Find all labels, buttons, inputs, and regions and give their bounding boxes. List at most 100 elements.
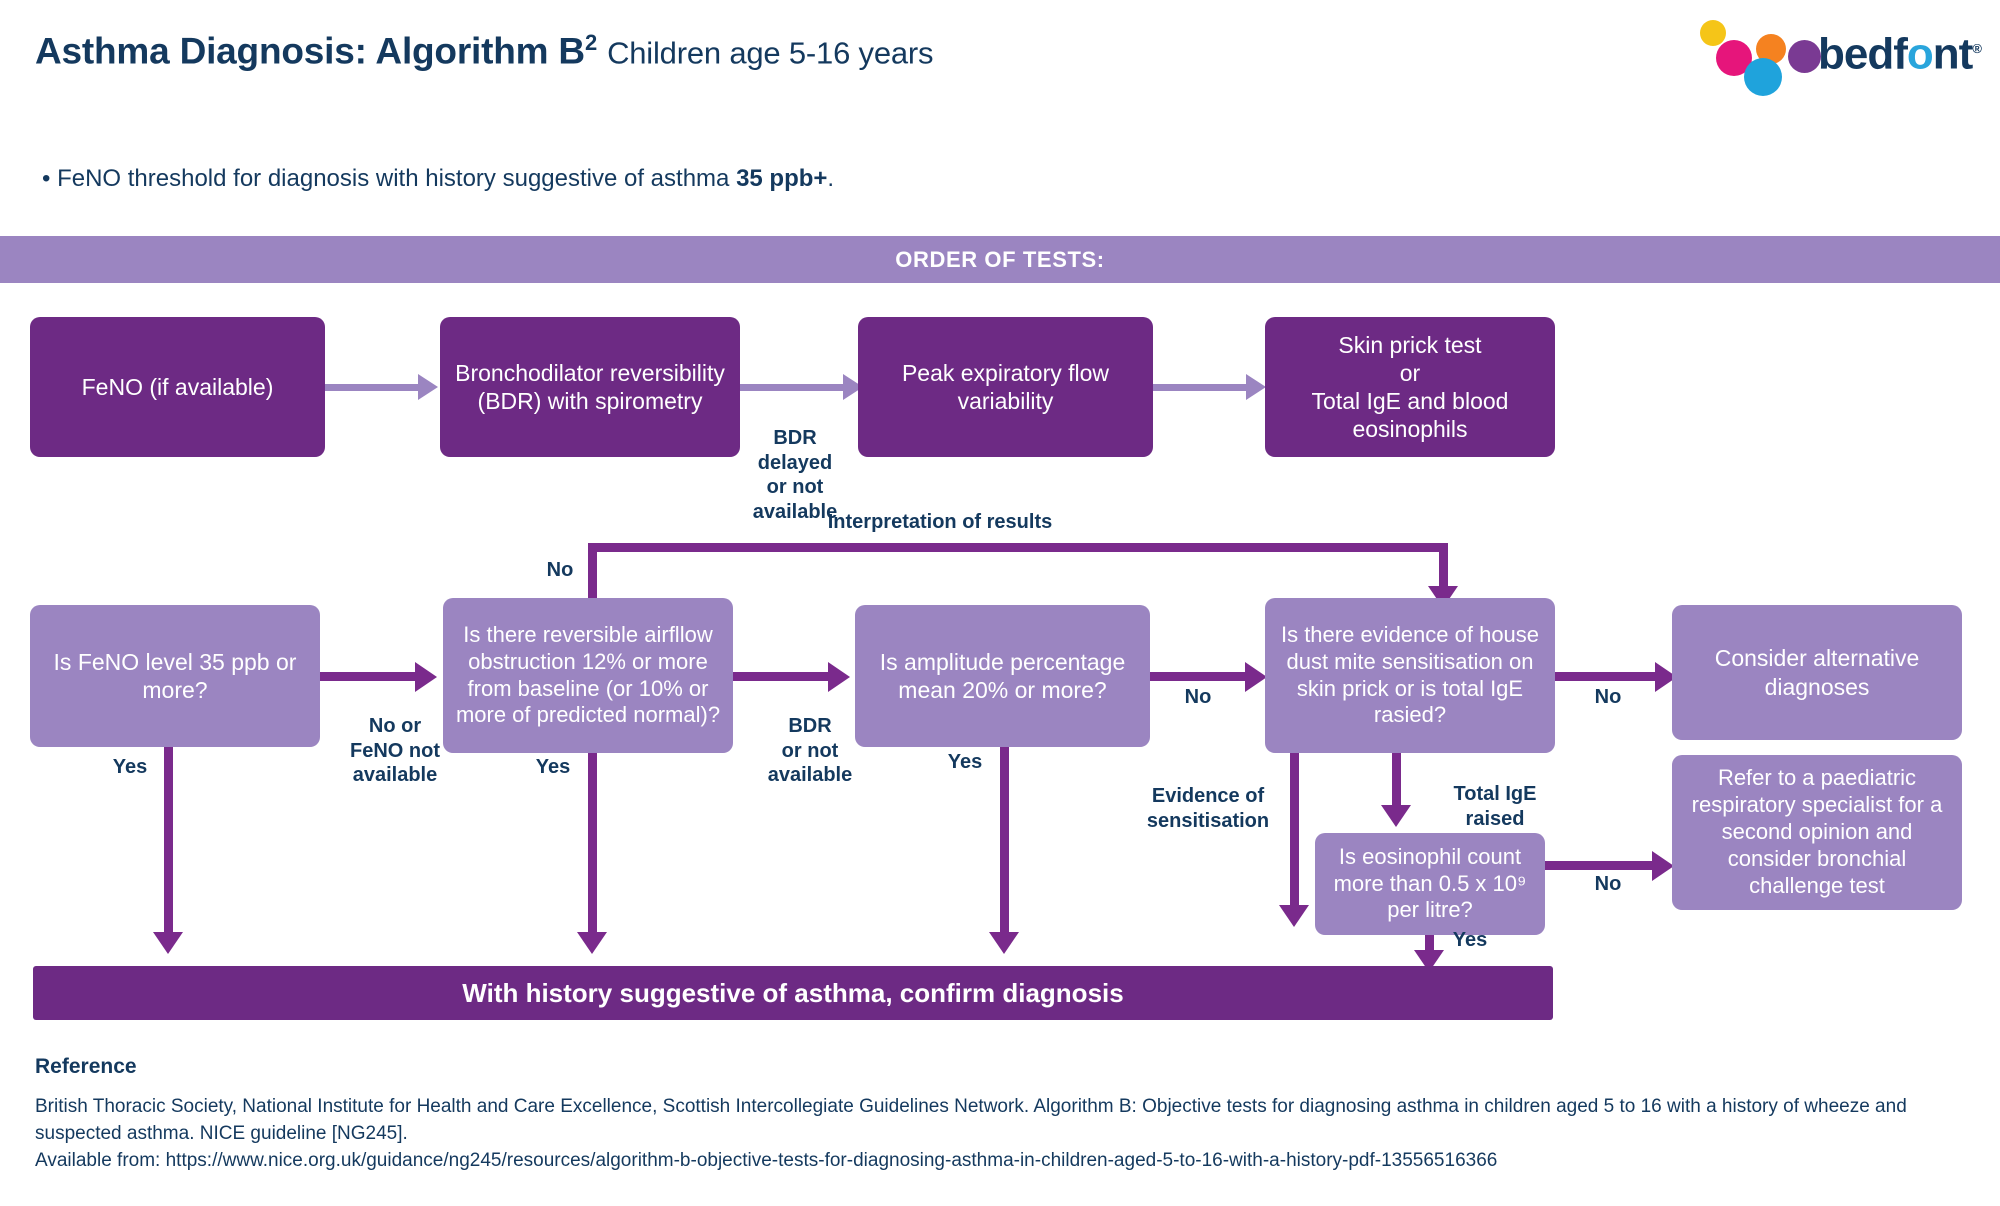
interpretation-left-drop — [588, 543, 597, 613]
arrow-feno-to-bdr-q-head — [415, 662, 437, 692]
test-box-skin-prick[interactable]: Skin prick test or Total IgE and blood e… — [1265, 317, 1555, 457]
test-box-pef[interactable]: Peak expiratory flow variability — [858, 317, 1153, 457]
edge-label-no-eosinophil-text: No — [1594, 873, 1622, 895]
arrow-amplitude-to-hdm-line — [1150, 672, 1250, 681]
decision-box-eosinophil-count-label: Is eosinophil count more than 0.5 x 10⁹ … — [1333, 843, 1527, 923]
edge-label-yes-feno-text: Yes — [112, 756, 148, 778]
arrow-eosinophil-to-refer-line — [1545, 861, 1655, 870]
arrow-feno-yes-head — [153, 932, 183, 954]
reference-line-1: British Thoracic Society, National Insti… — [35, 1096, 1907, 1144]
arrow-feno-to-bdr-q-line — [320, 672, 420, 681]
order-of-tests-label: ORDER OF TESTS: — [895, 246, 1105, 272]
edge-label-yes-amplitude-text: Yes — [947, 751, 983, 773]
edge-label-evidence-of-sensitisation-text: Evidence of sensitisation — [1146, 785, 1270, 832]
feno-threshold-bullet: • FeNO threshold for diagnosis with hist… — [42, 165, 834, 193]
edge-label-no-amplitude: No — [1168, 685, 1228, 709]
reference-line-2: Available from: https://www.nice.org.uk/… — [35, 1149, 1498, 1171]
arrow-feno-to-bdr-line — [325, 384, 420, 391]
interpretation-of-results-text: Interpretation of results — [827, 511, 1053, 533]
arrow-pef-to-skin-line — [1153, 384, 1248, 391]
line-hdm-evidence-to-confirm — [1290, 753, 1299, 910]
interpretation-horizontal-line — [588, 543, 1448, 552]
arrow-hdm-to-alt-dx-line — [1555, 672, 1660, 681]
logo-dot-purple — [1788, 40, 1821, 73]
logo-word-o: o — [1906, 29, 1934, 79]
arrow-eosinophil-to-refer-head — [1652, 851, 1674, 881]
page-title-main: Asthma Diagnosis: Algorithm B — [35, 30, 585, 72]
edge-label-no-amplitude-text: No — [1184, 686, 1212, 708]
order-of-tests-banner: ORDER OF TESTS: — [0, 236, 2000, 283]
edge-label-evidence-of-sensitisation: Evidence of sensitisation — [1128, 760, 1288, 833]
arrow-feno-to-bdr-head — [418, 374, 438, 400]
edge-label-no-hdm-text: No — [1594, 686, 1622, 708]
arrow-hdm-to-alt-dx-head — [1655, 662, 1677, 692]
edge-label-total-ige-raised-text: Total IgE raised — [1453, 783, 1537, 830]
logo-wordmark: bedfont® — [1818, 27, 1982, 79]
decision-box-feno-level[interactable]: Is FeNO level 35 ppb or more? — [30, 605, 320, 747]
decision-box-amplitude-label: Is amplitude percentage mean 20% or more… — [879, 648, 1126, 703]
arrow-hdm-to-eosinophil-head — [1381, 805, 1411, 827]
bedfont-logo: bedfont® — [1700, 12, 1985, 96]
interpretation-right-drop — [1439, 543, 1448, 591]
test-box-pef-label: Peak expiratory flow variability — [901, 359, 1110, 414]
bullet-text-pre: • FeNO threshold for diagnosis with hist… — [42, 165, 737, 192]
logo-registered-mark: ® — [1972, 41, 1982, 56]
decision-box-reversible-airflow[interactable]: Is there reversible airfllow obstruction… — [443, 598, 733, 753]
page-title: Asthma Diagnosis: Algorithm B2 Children … — [35, 30, 934, 72]
edge-label-yes-eosinophil: Yes — [1440, 928, 1500, 952]
interpretation-of-results-label: Interpretation of results — [790, 510, 1090, 534]
edge-label-yes-feno: Yes — [105, 755, 155, 779]
decision-box-house-dust-mite[interactable]: Is there evidence of house dust mite sen… — [1265, 598, 1555, 753]
line-hdm-to-eosinophil — [1392, 753, 1401, 809]
test-box-feno[interactable]: FeNO (if available) — [30, 317, 325, 457]
line-feno-yes-to-confirm — [164, 747, 173, 937]
arrow-bdr-q-to-amplitude-head — [828, 662, 850, 692]
edge-label-bdr-delayed: BDR delayed or not available — [730, 402, 860, 524]
arrow-bdr-to-pef-line — [740, 384, 845, 391]
edge-label-no-or-feno-not-available: No or FeNO not available — [325, 690, 465, 788]
arrow-amplitude-to-hdm-head — [1245, 662, 1267, 692]
logo-word-f: f — [1893, 29, 1908, 79]
edge-label-bdr-or-not-available-text: BDR or not available — [767, 715, 853, 787]
page-title-subtitle: Children age 5-16 years — [607, 35, 934, 71]
logo-dot-yellow — [1700, 20, 1726, 46]
arrow-bdr-yes-head — [577, 932, 607, 954]
decision-box-feno-level-label: Is FeNO level 35 ppb or more? — [53, 648, 297, 703]
edge-label-yes-eosinophil-text: Yes — [1452, 929, 1488, 951]
decision-box-amplitude[interactable]: Is amplitude percentage mean 20% or more… — [855, 605, 1150, 747]
edge-label-yes-amplitude: Yes — [940, 750, 990, 774]
edge-label-no-eosinophil: No — [1578, 872, 1638, 896]
decision-box-reversible-airflow-label: Is there reversible airfllow obstruction… — [455, 621, 721, 728]
bullet-text-bold: 35 ppb+ — [736, 165, 828, 192]
confirm-diagnosis-label: With history suggestive of asthma, confi… — [462, 977, 1124, 1008]
arrow-bdr-q-to-amplitude-line — [733, 672, 833, 681]
outcome-box-alternative-diagnoses[interactable]: Consider alternative diagnoses — [1672, 605, 1962, 740]
logo-dot-cyan — [1744, 58, 1782, 96]
confirm-diagnosis-bar[interactable]: With history suggestive of asthma, confi… — [33, 966, 1553, 1020]
arrow-hdm-evidence-to-confirm-head — [1279, 905, 1309, 927]
edge-label-no-top: No — [535, 558, 585, 582]
arrow-amplitude-yes-head — [989, 932, 1019, 954]
bullet-text-post: . — [827, 165, 835, 192]
edge-label-no-top-text: No — [546, 559, 574, 581]
edge-label-no-hdm: No — [1578, 685, 1638, 709]
edge-label-bdr-or-not-available: BDR or not available — [740, 690, 880, 788]
decision-box-eosinophil-count[interactable]: Is eosinophil count more than 0.5 x 10⁹ … — [1315, 833, 1545, 935]
line-amplitude-yes-to-confirm — [1000, 747, 1009, 937]
decision-box-house-dust-mite-label: Is there evidence of house dust mite sen… — [1280, 621, 1540, 728]
outcome-box-refer-specialist-label: Refer to a paediatric respiratory specia… — [1691, 765, 1943, 898]
reference-body: British Thoracic Society, National Insti… — [35, 1094, 1975, 1175]
test-box-bdr[interactable]: Bronchodilator reversibility (BDR) with … — [440, 317, 740, 457]
edge-label-total-ige-raised: Total IgE raised — [1420, 758, 1570, 831]
logo-word-be: be — [1818, 29, 1868, 79]
page-title-superscript: 2 — [584, 30, 597, 55]
outcome-box-refer-specialist[interactable]: Refer to a paediatric respiratory specia… — [1672, 755, 1962, 910]
line-eosinophil-to-confirm — [1425, 935, 1434, 957]
line-bdr-yes-to-confirm — [588, 753, 597, 937]
edge-label-no-or-feno-not-available-text: No or FeNO not available — [350, 715, 440, 787]
logo-word-nt: nt — [1932, 29, 1974, 79]
test-box-skin-prick-label: Skin prick test or Total IgE and blood e… — [1311, 331, 1509, 443]
arrow-pef-to-skin-head — [1246, 374, 1266, 400]
test-box-bdr-label: Bronchodilator reversibility (BDR) with … — [455, 359, 725, 414]
edge-label-yes-bdr-text: Yes — [535, 756, 571, 778]
